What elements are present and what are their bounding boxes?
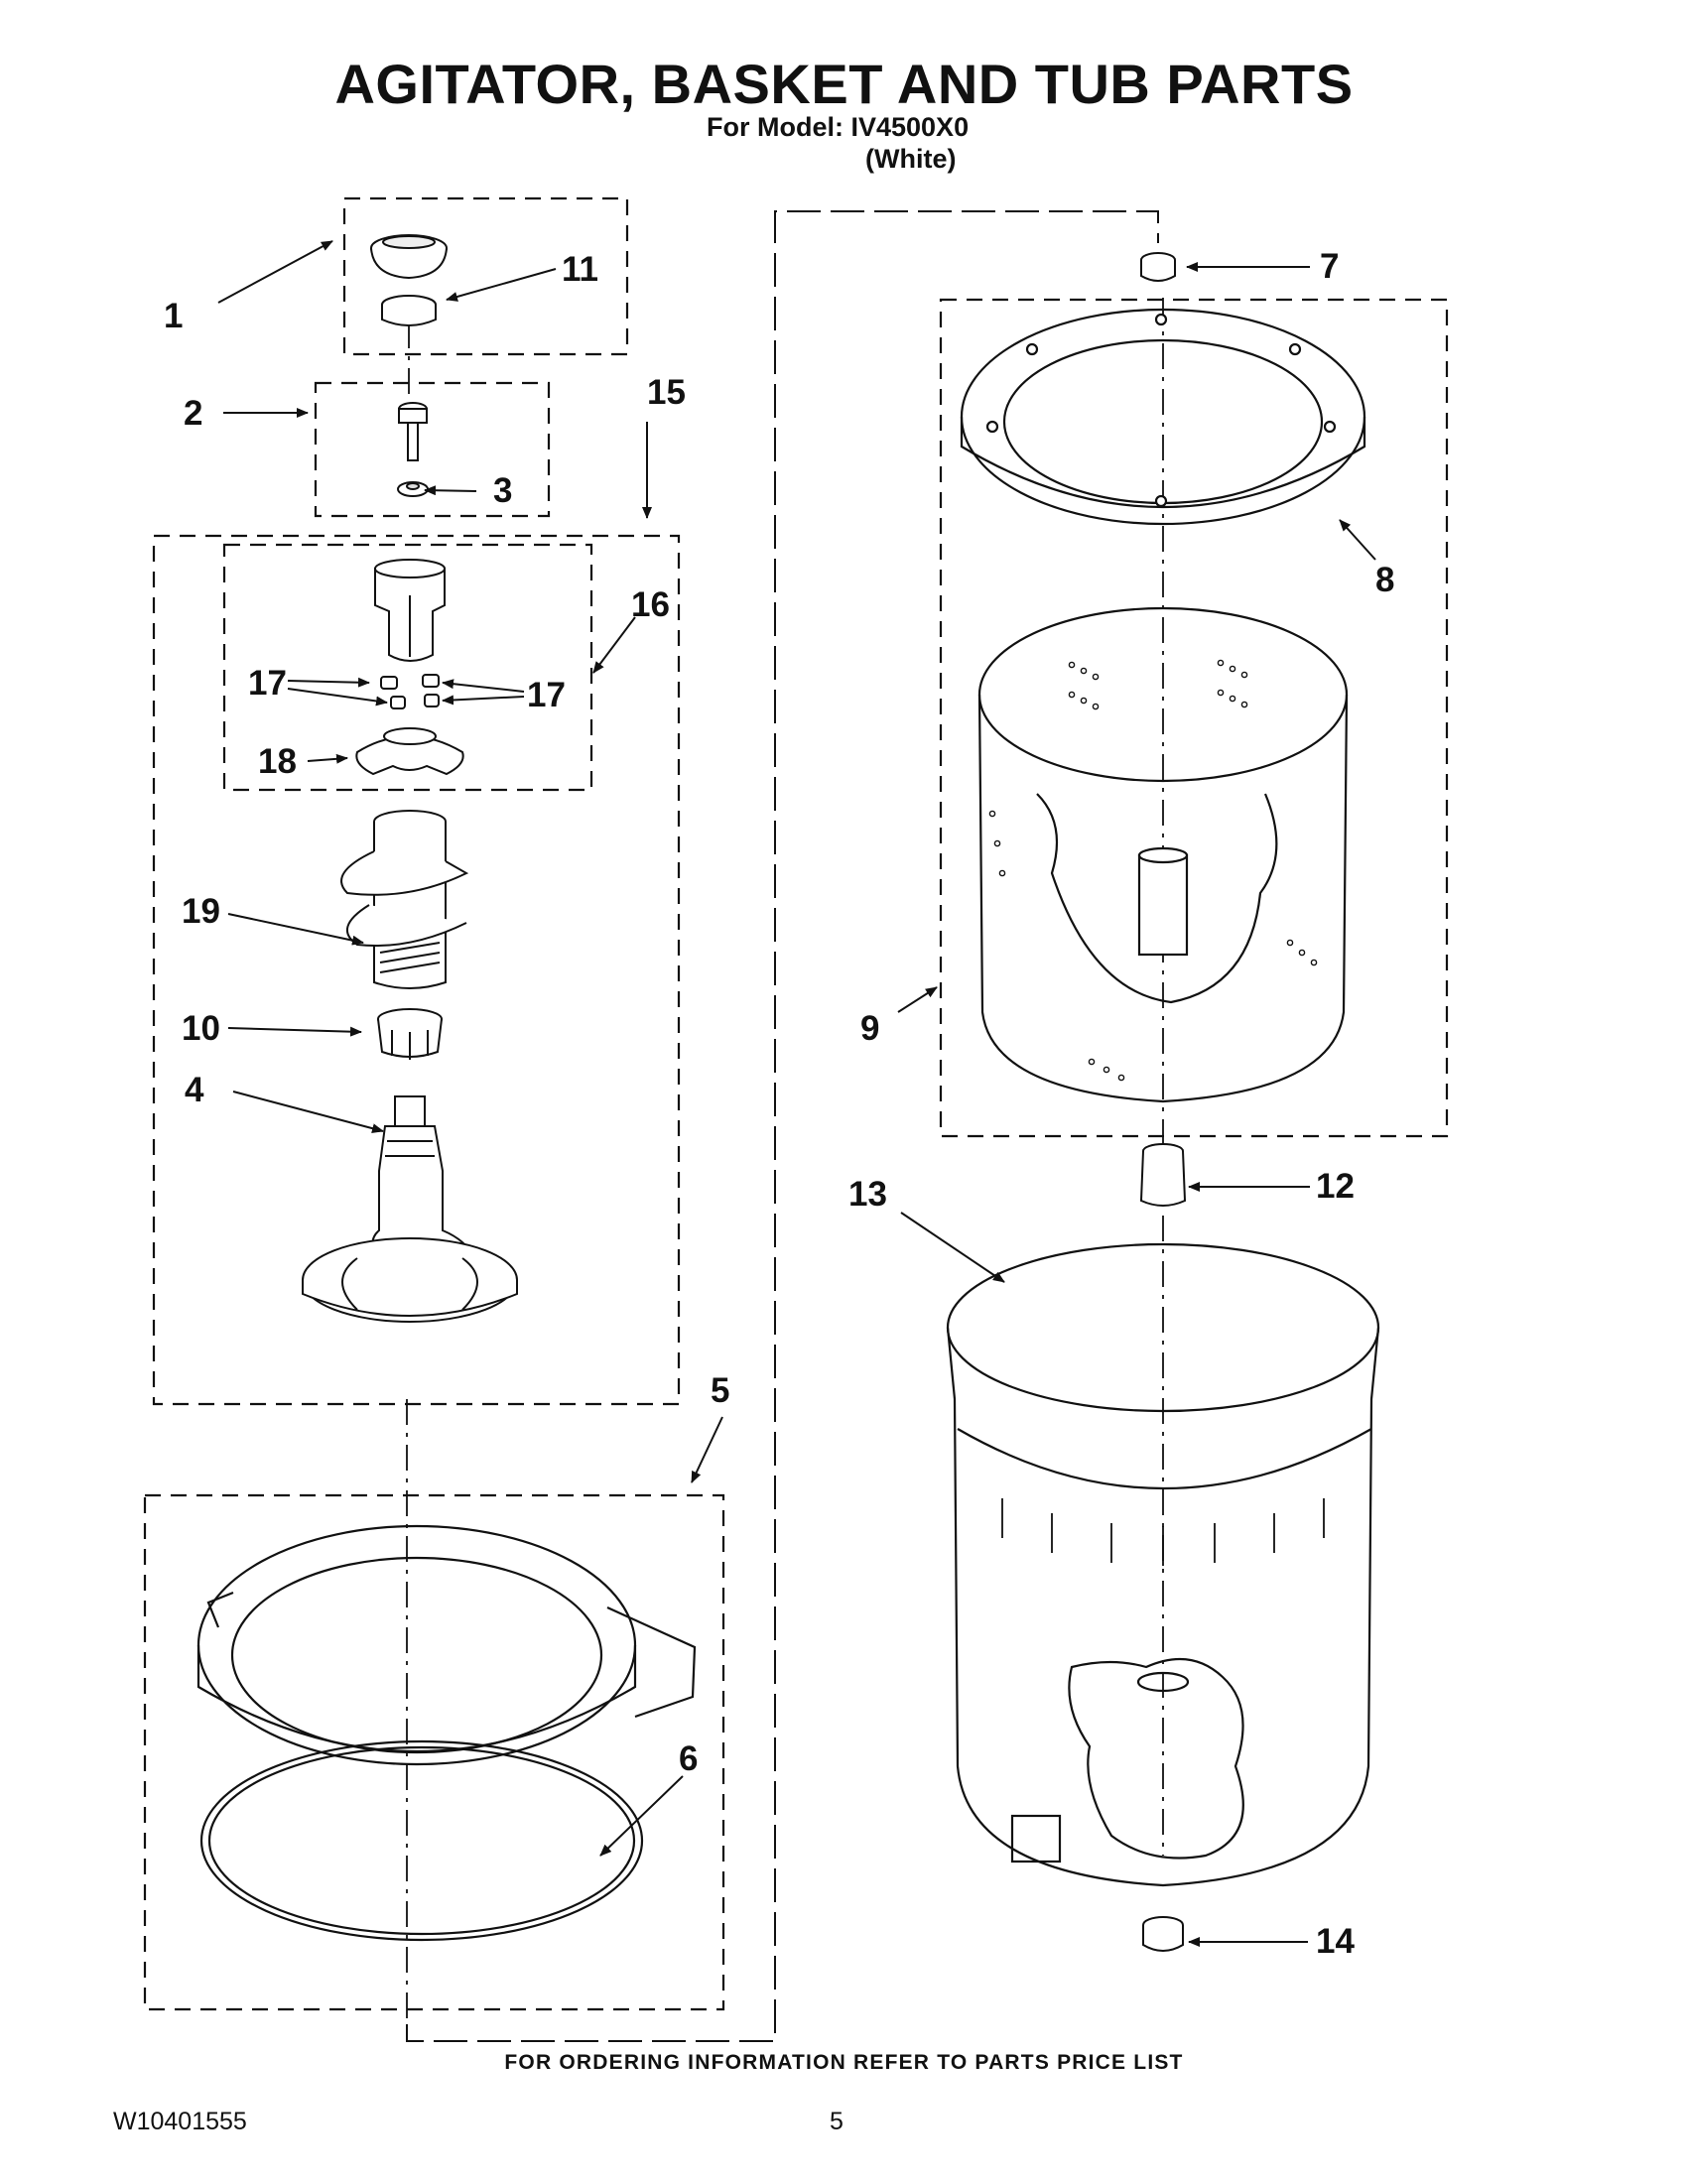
box-basket-assembly (939, 298, 1449, 1138)
bolt-washer (397, 481, 429, 497)
callout-3: 3 (493, 471, 512, 510)
callout-2: 2 (184, 394, 202, 433)
callout-6: 6 (679, 1739, 698, 1778)
ordering-note: FOR ORDERING INFORMATION REFER TO PARTS … (504, 2051, 1184, 2074)
agitator-bolt (398, 402, 428, 461)
tub-seal (1142, 1916, 1184, 1952)
callout-9: 9 (860, 1009, 879, 1048)
callout-12: 12 (1316, 1167, 1355, 1206)
leader-connection-line (406, 210, 1159, 2042)
leader-arrows (217, 240, 1376, 1947)
callout-11: 11 (562, 250, 598, 289)
tub-ring (196, 1524, 697, 1766)
model-variant: (White) (865, 144, 957, 174)
callout-5: 5 (711, 1371, 729, 1410)
callout-4: 4 (185, 1071, 204, 1109)
cap-ring (381, 295, 437, 326)
agitator-base (302, 1095, 518, 1323)
agitator-cap (370, 234, 448, 280)
wash-basket (977, 606, 1349, 1103)
box-dogs-assembly (222, 543, 593, 792)
basket-perforations (988, 659, 1318, 1082)
agitator-cam (374, 559, 446, 662)
assembly-boxes (143, 196, 1449, 2011)
callout-18: 18 (258, 742, 297, 781)
callout-10: 10 (182, 1009, 220, 1048)
callout-1: 1 (164, 297, 183, 335)
callout-19: 19 (182, 892, 220, 931)
callout-8: 8 (1375, 561, 1394, 599)
drive-bushing (377, 1008, 443, 1060)
model-line: For Model: IV4500X0 (707, 112, 970, 142)
callout-14: 14 (1316, 1922, 1355, 1961)
callout-15: 15 (647, 373, 686, 412)
basket-drive-nut (1140, 252, 1176, 282)
callout-17-left: 17 (248, 664, 287, 703)
callout-7: 7 (1320, 247, 1339, 286)
agitator-dogs (380, 674, 440, 709)
dog-ring (355, 727, 464, 776)
box-agitator-assembly (152, 534, 681, 1406)
outer-tub (946, 1242, 1380, 1887)
outer-tub-ribs (1001, 1498, 1325, 1566)
box-bolt-assembly (314, 381, 551, 518)
callout-labels: 1 11 2 3 15 16 17 17 18 19 10 4 5 6 7 8 … (164, 247, 1394, 1961)
callout-16: 16 (631, 585, 670, 624)
callout-17-right: 17 (527, 676, 566, 714)
balance-ring (960, 308, 1366, 526)
page-title: AGITATOR, BASKET AND TUB PARTS (334, 53, 1354, 115)
page-number: 5 (830, 2108, 844, 2135)
callout-13: 13 (848, 1175, 887, 1214)
box-ring-assembly (143, 1493, 725, 2011)
document-number: W10401555 (113, 2108, 247, 2135)
axis-lines (406, 298, 1164, 2024)
basket-hub (1139, 1143, 1187, 1207)
agitator-auger (340, 810, 469, 989)
box-cap-assembly (342, 196, 629, 356)
tub-ring-gasket (199, 1739, 644, 1942)
